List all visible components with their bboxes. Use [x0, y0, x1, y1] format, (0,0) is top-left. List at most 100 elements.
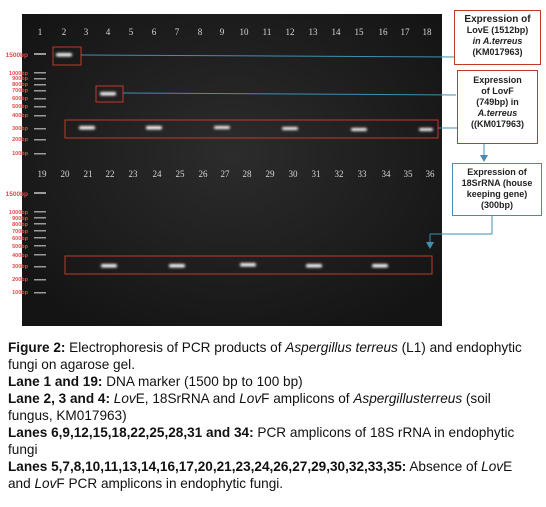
lane-number: 15	[355, 27, 365, 37]
marker-label: 400bp	[12, 253, 29, 259]
lane-number: 26	[199, 169, 209, 179]
lane-number: 12	[286, 27, 295, 37]
band-lane-6	[146, 126, 162, 130]
band-lane-4-lovF	[100, 92, 116, 96]
lane-number: 24	[153, 169, 163, 179]
lane-number: 21	[84, 169, 93, 179]
lane-number: 4	[106, 27, 111, 37]
caption-lane-soil-fungus: Lane 2, 3 and 4: LovE, 18SrRNA and LovF …	[8, 391, 491, 423]
marker-label: 800bp	[12, 82, 29, 88]
lane-number: 33	[358, 169, 368, 179]
callout-line: (749bp) in	[476, 97, 519, 107]
box-18s-top-row	[64, 119, 439, 139]
band-lane-34	[372, 264, 388, 268]
band-lane-31	[306, 264, 322, 268]
band-lane-3	[79, 126, 95, 130]
marker-label: 900bp	[12, 76, 29, 82]
lane-number: 5	[129, 27, 134, 37]
callout-line: ((KM017963)	[470, 119, 525, 129]
lane-number: 11	[263, 27, 272, 37]
marker-label: 700bp	[12, 88, 29, 94]
callout-line: (300bp)	[480, 200, 513, 210]
lane-number: 19	[38, 169, 48, 179]
band-lane-18	[419, 128, 433, 131]
marker-label: 500bp	[12, 104, 29, 110]
figure-label: Figure 2:	[8, 340, 66, 355]
lane-number: 36	[426, 169, 436, 179]
lane-number: 27	[221, 169, 231, 179]
callout-line: Expression of	[467, 167, 527, 177]
lane-number: 34	[382, 169, 392, 179]
lane-number: 31	[312, 169, 321, 179]
marker-label: 1500bp	[6, 191, 28, 198]
marker-label: 1500bp	[6, 52, 28, 59]
marker-label: 700bp	[12, 229, 29, 235]
callout-line: keeping gene)	[466, 189, 528, 199]
marker-label: 400bp	[12, 113, 29, 119]
marker-label: 300bp	[12, 264, 29, 270]
bottom-marker-labels: 1500bp 1000bp 900bp 800bp 700bp 600bp 50…	[6, 191, 29, 296]
marker-label: 600bp	[12, 96, 29, 102]
bottom-lane-numbers: 19 20 21 22 23 24 25 26 27 28 29 30 31 3…	[38, 169, 436, 179]
lane-number: 20	[61, 169, 71, 179]
marker-label: 200bp	[12, 137, 29, 143]
marker-label: 1000bp	[9, 210, 29, 216]
lane-number: 35	[404, 169, 414, 179]
marker-label: 100bp	[12, 151, 29, 157]
figure-caption: Figure 2: Electrophoresis of PCR product…	[8, 339, 538, 492]
callout-18srrna-expression: Expression of 18SrRNA (house keeping gen…	[452, 163, 542, 216]
box-lovE-band	[52, 46, 82, 66]
callout-line: in A.terreus	[472, 36, 523, 46]
lane-number: 2	[62, 27, 67, 37]
callout-line: Expression of	[464, 14, 531, 25]
marker-label: 800bp	[12, 222, 29, 228]
lane-number: 16	[379, 27, 389, 37]
box-lovF-band	[95, 85, 124, 103]
lane-number: 1	[38, 27, 43, 37]
lane-number: 7	[175, 27, 180, 37]
lane-number: 13	[309, 27, 319, 37]
caption-lane-marker: Lane 1 and 19: DNA marker (1500 bp to 10…	[8, 374, 303, 389]
callout-line: (KM017963)	[472, 47, 523, 57]
marker-label: 900bp	[12, 216, 29, 222]
marker-label: 600bp	[12, 236, 29, 242]
lane-number: 10	[240, 27, 250, 37]
amplicon-bands	[56, 53, 433, 268]
callout-lovE-expression: Expression of LovE (1512bp) in A.terreus…	[454, 10, 541, 65]
callout-line: 18SrRNA (house	[461, 178, 533, 188]
band-lane-25	[169, 264, 185, 268]
lane-number: 22	[106, 169, 115, 179]
marker-ladder-bottom	[34, 192, 46, 294]
gel-electrophoresis-image: 1 2 3 4 5 6 7 8 9 10 11 12 13 14 15 16 1…	[6, 14, 493, 326]
lane-number: 28	[243, 169, 253, 179]
marker-ladder-top	[34, 53, 46, 155]
lane-number: 14	[332, 27, 342, 37]
band-lane-9	[214, 126, 230, 129]
lane-number: 29	[266, 169, 276, 179]
caption-lane-absence: Lanes 5,7,8,10,11,13,14,16,17,20,21,23,2…	[8, 459, 513, 491]
marker-label: 300bp	[12, 126, 29, 132]
caption-title: Figure 2: Electrophoresis of PCR product…	[8, 340, 522, 372]
lane-number: 8	[198, 27, 203, 37]
band-lane-22	[101, 264, 117, 268]
marker-label: 500bp	[12, 244, 29, 250]
top-marker-labels: 1500bp 1000bp 900bp 800bp 700bp 600bp 50…	[6, 52, 29, 157]
box-18s-bottom-row	[64, 255, 433, 275]
band-lane-2-lovE	[56, 53, 72, 57]
lane-number: 9	[220, 27, 225, 37]
lane-number: 25	[176, 169, 186, 179]
lane-number: 18	[423, 27, 433, 37]
marker-label: 1000bp	[9, 71, 29, 77]
band-lane-12	[282, 127, 298, 130]
lane-number: 23	[129, 169, 139, 179]
lane-number: 32	[335, 169, 344, 179]
marker-label: 100bp	[12, 290, 29, 296]
callout-line: LovE (1512bp)	[466, 25, 529, 35]
callout-line: of LovF	[481, 86, 514, 96]
callout-lovF-expression: Expression of LovF (749bp) in A.terreus …	[457, 70, 538, 144]
caption-lane-18s: Lanes 6,9,12,15,18,22,25,28,31 and 34: P…	[8, 425, 515, 457]
lane-number: 6	[152, 27, 157, 37]
callout-line: Expression	[473, 75, 522, 85]
marker-label: 200bp	[12, 277, 29, 283]
lane-number: 30	[289, 169, 299, 179]
